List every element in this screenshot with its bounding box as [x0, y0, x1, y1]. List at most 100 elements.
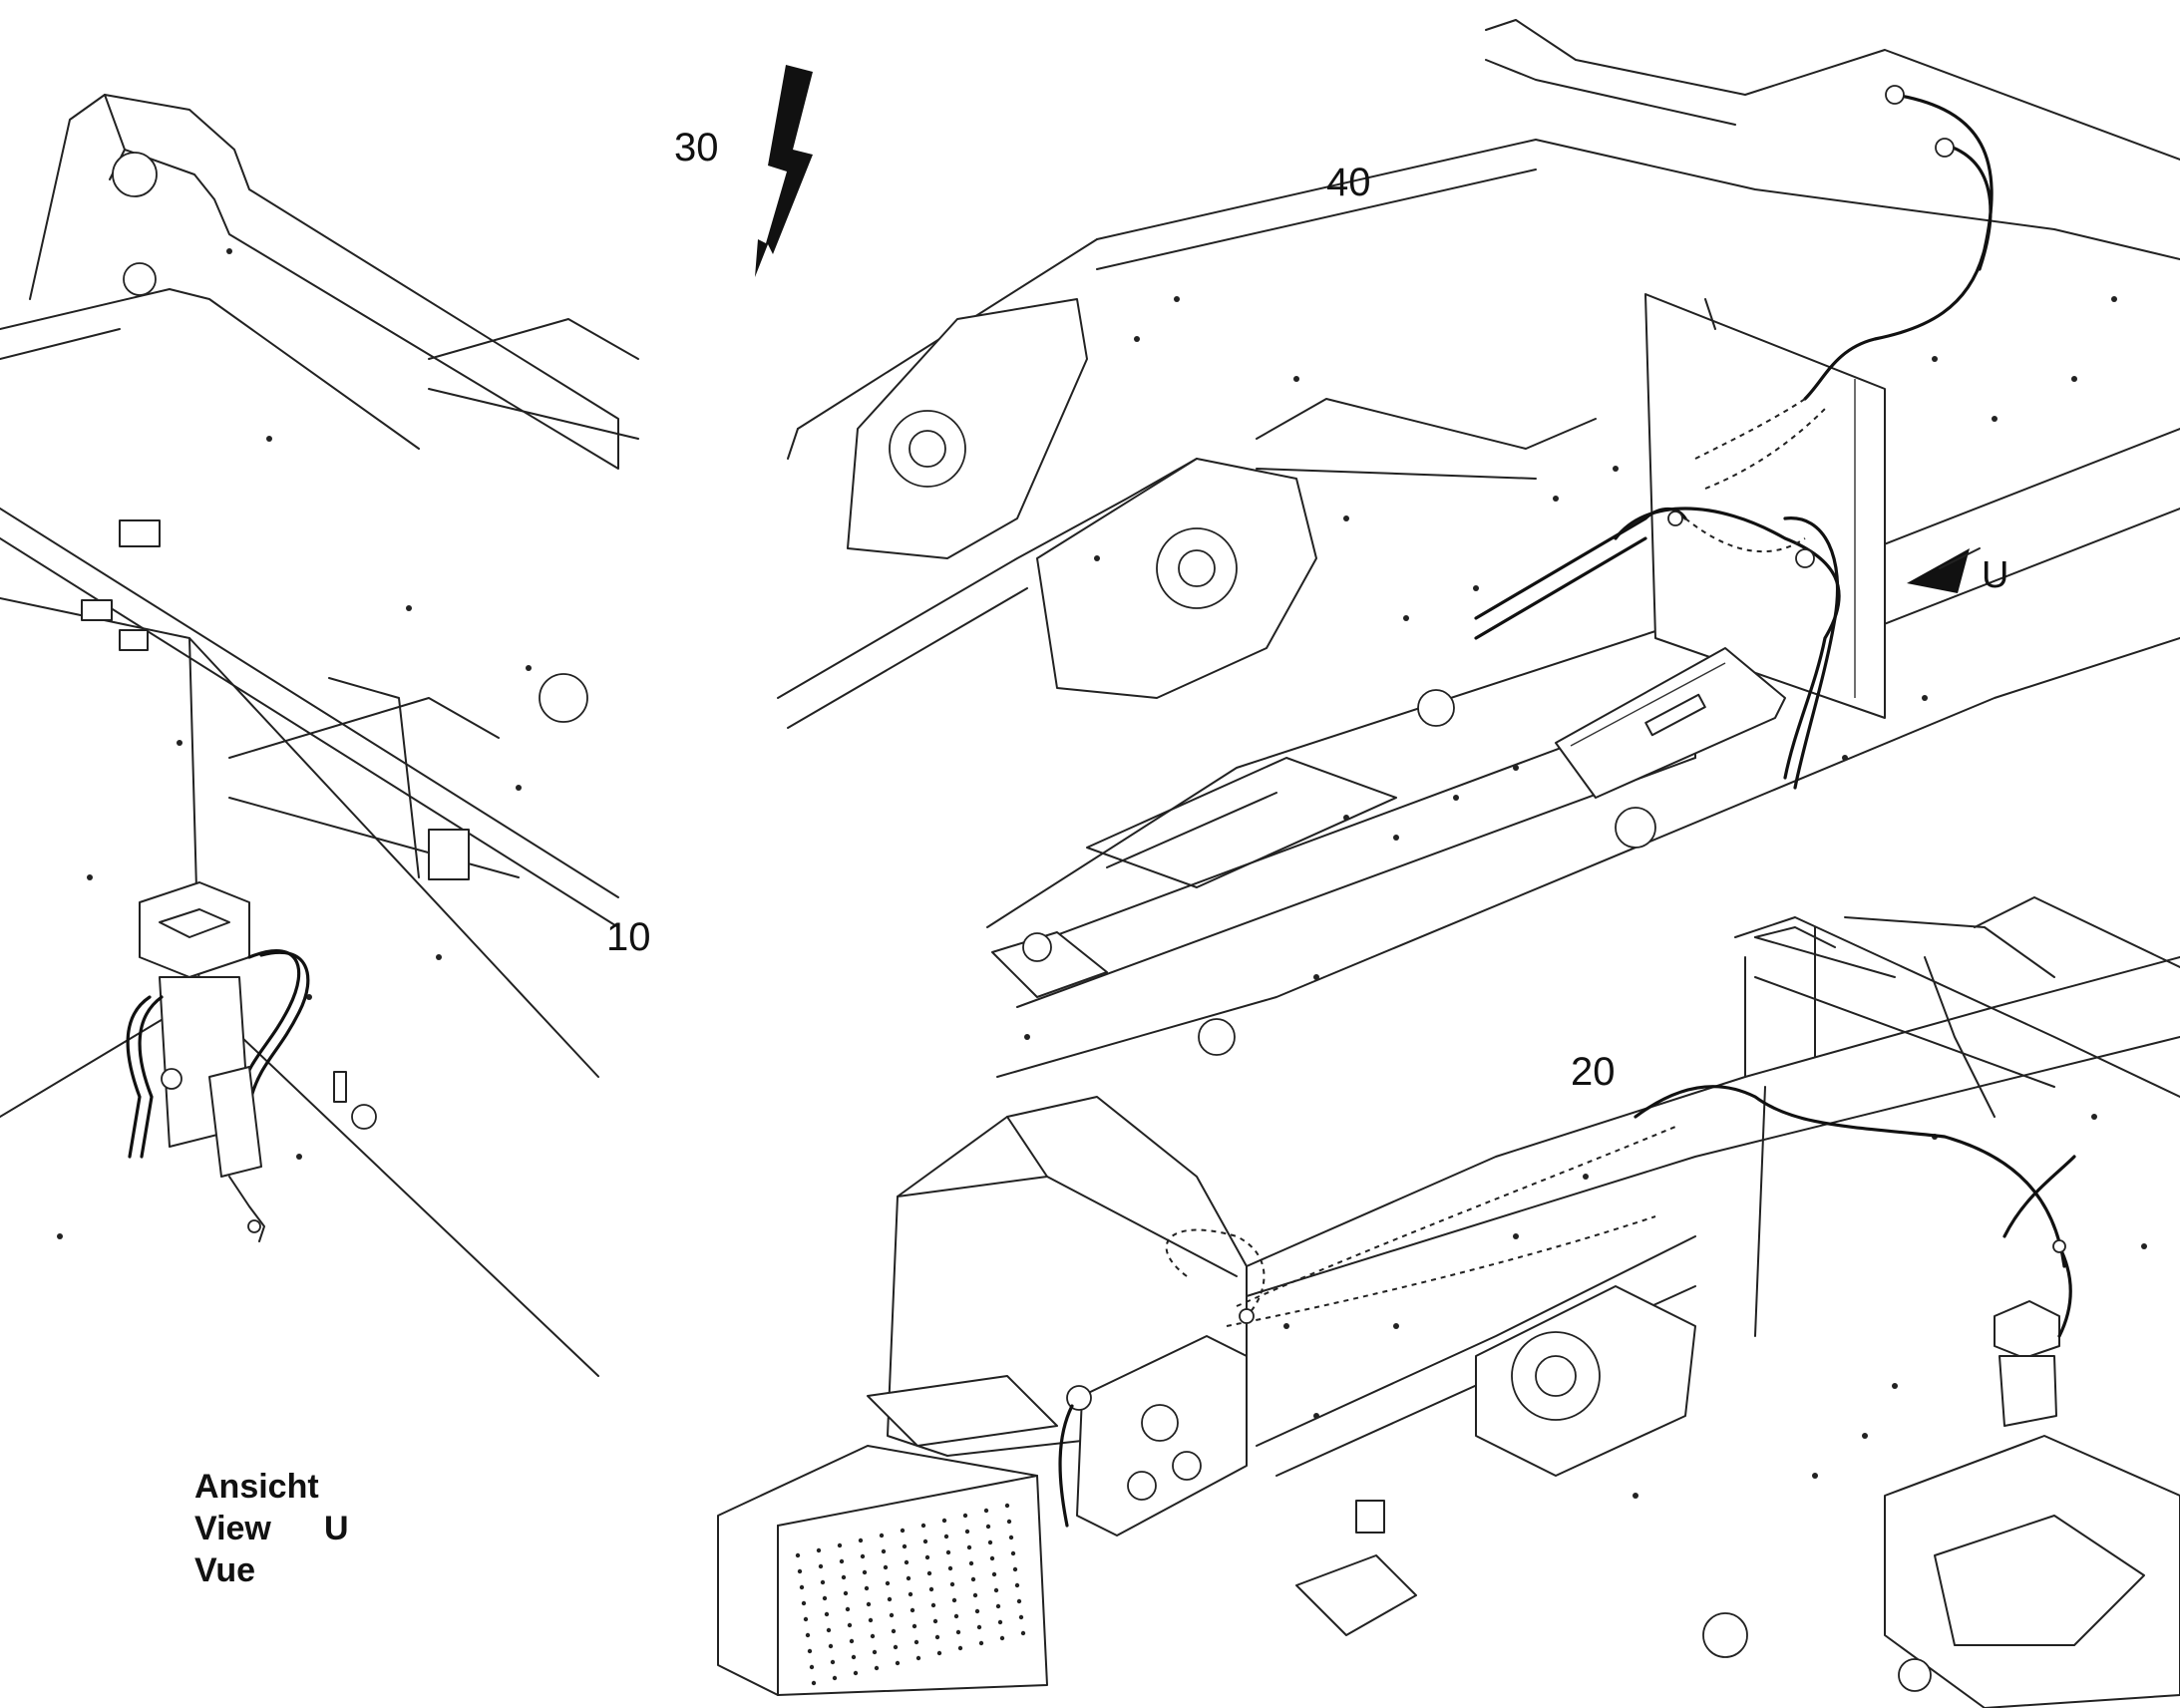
perforation-dot	[922, 1538, 928, 1544]
perforation-dot	[934, 1634, 940, 1640]
perforation-dot	[932, 1618, 938, 1624]
perforation-dot	[816, 1547, 822, 1553]
perforation-dot	[930, 1602, 936, 1608]
mount-block	[119, 519, 161, 547]
perforation-dot	[858, 1537, 864, 1543]
perforation-dot	[826, 1627, 832, 1633]
perforation-dot	[909, 1607, 915, 1613]
perforation-dot	[1012, 1566, 1018, 1572]
perforation-dot	[906, 1575, 911, 1581]
perforation-dot	[828, 1643, 834, 1649]
heater-pump-unit-detail	[126, 881, 310, 1242]
perforation-dot	[820, 1579, 826, 1585]
heater-pump-unit-20	[1994, 1244, 2072, 1427]
perforation-dot	[1020, 1630, 1026, 1636]
perforation-dot	[928, 1586, 934, 1592]
cable-harness-40	[1474, 85, 1994, 790]
perforation-dot	[957, 1645, 963, 1651]
perforation-dot	[915, 1655, 921, 1661]
perforation-dot	[866, 1601, 872, 1607]
perforation-dot	[936, 1650, 942, 1656]
view-u-arrow-icon	[1907, 548, 1970, 593]
callout-10: 10	[606, 915, 651, 959]
perforation-dot	[862, 1569, 868, 1575]
perforation-dot	[845, 1606, 851, 1612]
perforation-dot	[953, 1613, 959, 1619]
perforation-dot	[911, 1623, 917, 1629]
perforation-dot	[949, 1581, 955, 1587]
perforation-dot	[974, 1608, 980, 1614]
perforation-dot	[976, 1624, 982, 1630]
perforation-dot	[1006, 1519, 1012, 1525]
perforation-dot	[947, 1565, 953, 1571]
perforation-dot	[1016, 1598, 1022, 1604]
perforation-dot	[853, 1670, 859, 1676]
perforation-dot	[1004, 1503, 1010, 1509]
perforation-dot	[881, 1548, 887, 1554]
perforation-dot	[985, 1524, 991, 1530]
perforation-dot	[970, 1576, 976, 1582]
perforation-dot	[885, 1580, 891, 1586]
perforation-dot	[966, 1544, 972, 1550]
perforation-dot	[809, 1664, 815, 1670]
perforation-dot	[795, 1552, 801, 1558]
assembly-20-frame	[717, 896, 2180, 1708]
perforation-dot	[968, 1560, 974, 1566]
perforation-dot	[893, 1644, 899, 1650]
lightning-bolt-icon	[755, 65, 813, 277]
perforation-dot	[895, 1660, 901, 1666]
callout-20: 20	[1571, 1050, 1616, 1094]
perforation-dot	[913, 1639, 919, 1645]
perforation-dot	[807, 1648, 813, 1654]
perforation-dot	[991, 1571, 997, 1577]
perforation-dot	[843, 1590, 849, 1596]
perforation-dot	[1014, 1582, 1020, 1588]
perforation-dot	[891, 1628, 897, 1634]
perforation-dot	[818, 1563, 824, 1569]
perforation-dot	[993, 1587, 999, 1593]
perforation-dot	[900, 1528, 906, 1534]
perforation-dot	[805, 1632, 811, 1638]
perforation-dot	[995, 1603, 1001, 1609]
view-u-marker: U	[1982, 554, 2009, 596]
perforation-dot	[797, 1568, 803, 1574]
perforation-dot	[824, 1611, 830, 1617]
perforation-dot	[803, 1616, 809, 1622]
perforation-dot	[799, 1584, 805, 1590]
perforation-dot	[941, 1518, 947, 1524]
perforation-dot	[832, 1675, 838, 1681]
perforation-dot	[904, 1559, 909, 1565]
perforation-dot	[889, 1612, 895, 1618]
perforation-dot	[955, 1629, 961, 1635]
callout-40: 40	[1326, 161, 1371, 204]
perforation-dot	[964, 1529, 970, 1535]
perforation-dot	[924, 1554, 930, 1560]
perforation-dot	[883, 1564, 889, 1570]
perforation-dot	[839, 1558, 845, 1564]
perforation-dot	[920, 1523, 926, 1529]
cable-harness-20	[1058, 956, 2076, 1528]
perforation-dot	[830, 1659, 836, 1665]
perforation-dot	[872, 1649, 878, 1655]
perforation-dot	[962, 1513, 968, 1519]
perforation-dot	[868, 1617, 874, 1623]
assembly-40-frame	[777, 19, 2180, 1078]
perforation-dot	[887, 1596, 893, 1602]
perforation-dot	[972, 1592, 978, 1598]
view-label-en: View	[194, 1510, 271, 1547]
perforation-dot	[989, 1555, 995, 1561]
perforation-dot	[860, 1553, 866, 1559]
view-label: Ansicht View U Vue	[194, 1466, 349, 1591]
perforation-dot	[997, 1619, 1003, 1625]
perforation-dot	[874, 1665, 880, 1671]
perforated-box	[717, 1445, 1048, 1696]
perforation-dot	[902, 1543, 908, 1549]
perforation-dot	[943, 1534, 949, 1539]
perforation-dot	[841, 1574, 847, 1580]
perforation-dot	[1010, 1550, 1016, 1556]
view-label-letter: U	[324, 1510, 349, 1547]
detail-view-u	[0, 94, 639, 1377]
perforation-dot	[908, 1591, 913, 1597]
perforation-dot	[837, 1542, 843, 1548]
perforation-dot	[1018, 1614, 1024, 1620]
